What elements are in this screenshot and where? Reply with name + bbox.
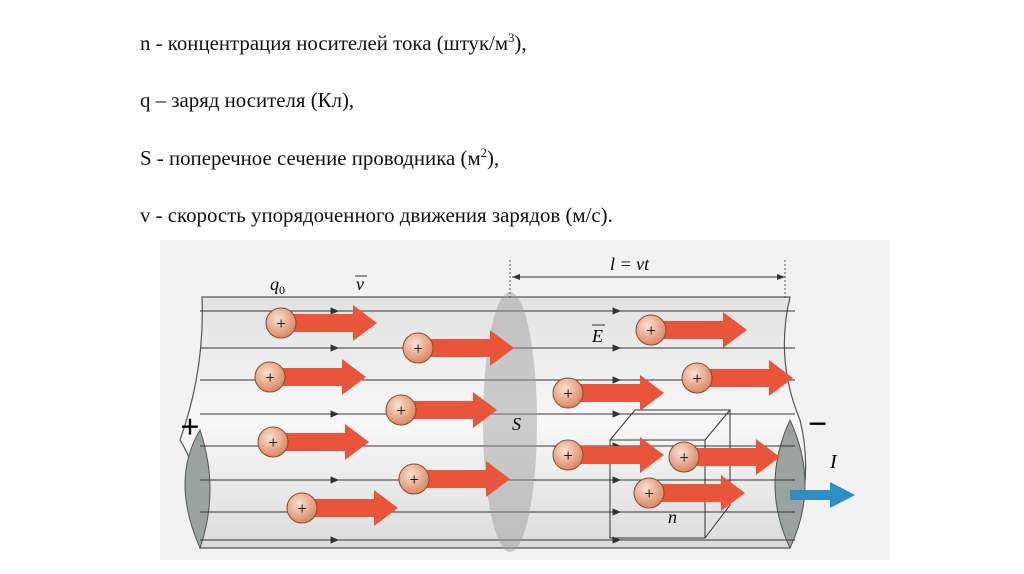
charge-carrier: + (286, 490, 398, 526)
charge-circle (402, 332, 434, 364)
charge-sign: + (412, 339, 423, 358)
charge-sign: + (562, 384, 573, 403)
charge-circle (398, 463, 430, 495)
charge-carrier: + (633, 475, 745, 511)
velocity-arrow (578, 375, 664, 411)
charge-sign: + (395, 401, 406, 420)
plus-terminal: + (180, 409, 199, 446)
velocity-arrow (661, 312, 747, 348)
charge-circle (286, 492, 318, 524)
charge-carrier: + (635, 312, 747, 348)
field-label: E (591, 326, 603, 346)
velocity-arrow (694, 439, 780, 475)
definition-n: n - концентрация носителей тока (штук/м3… (140, 30, 527, 56)
charge-carrier: + (257, 424, 369, 460)
velocity-arrow (283, 424, 369, 460)
velocity-arrow (291, 305, 377, 341)
definition-q: q – заряд носителя (Кл), (140, 88, 355, 112)
charge-carrier: + (552, 437, 664, 473)
current-label: I (829, 451, 838, 473)
velocity-arrow (280, 359, 366, 395)
charge-label: q0 (270, 274, 285, 297)
charge-sign: + (408, 470, 419, 489)
charge-sign: + (267, 433, 278, 452)
velocity-arrow (424, 461, 510, 497)
charge-carrier: + (385, 392, 497, 428)
current-arrow (790, 482, 855, 508)
concentration-label: n (668, 507, 677, 527)
charge-carrier: + (265, 305, 377, 341)
velocity-arrow (411, 392, 497, 428)
charge-sign: + (643, 484, 654, 503)
minus-terminal: − (807, 406, 828, 443)
charge-sign: + (678, 448, 689, 467)
charge-sign: + (691, 369, 702, 388)
charge-carrier: + (668, 439, 780, 475)
charge-circle (633, 477, 665, 509)
velocity-label: v (356, 274, 364, 294)
charge-circle (635, 314, 667, 346)
velocity-arrow (428, 330, 514, 366)
charge-carrier: + (681, 360, 793, 396)
definition-s: S - поперечное сечение проводника (м2), (140, 145, 500, 171)
velocity-arrow (578, 437, 664, 473)
section-label: S (512, 414, 521, 434)
charge-carrier: + (552, 375, 664, 411)
charges: + + + + + + + + + + + + + (254, 305, 793, 526)
charge-circle (552, 439, 584, 471)
charge-circle (254, 361, 286, 393)
velocity-arrow (312, 490, 398, 526)
charge-sign: + (296, 499, 307, 518)
charge-sign: + (264, 368, 275, 387)
charge-circle (552, 377, 584, 409)
charge-circle (257, 426, 289, 458)
charge-circle (668, 441, 700, 473)
charge-sign: + (562, 446, 573, 465)
charge-carrier: + (254, 359, 366, 395)
charge-carrier: + (398, 461, 510, 497)
definition-v: v - скорость упорядоченного движения зар… (140, 203, 613, 227)
velocity-arrow (659, 475, 745, 511)
conductor-diagram: + + + + + + + + + + + + + l = vt q0 v E S n I + − (160, 240, 890, 560)
conductor-right-end (774, 418, 806, 550)
charge-circle (681, 362, 713, 394)
length-label: l = vt (610, 254, 650, 274)
charge-carrier: + (402, 330, 514, 366)
charge-sign: + (275, 314, 286, 333)
conductor-left-end (184, 428, 211, 550)
velocity-arrow (707, 360, 793, 396)
charge-sign: + (645, 321, 656, 340)
charge-circle (385, 394, 417, 426)
charge-circle (265, 307, 297, 339)
